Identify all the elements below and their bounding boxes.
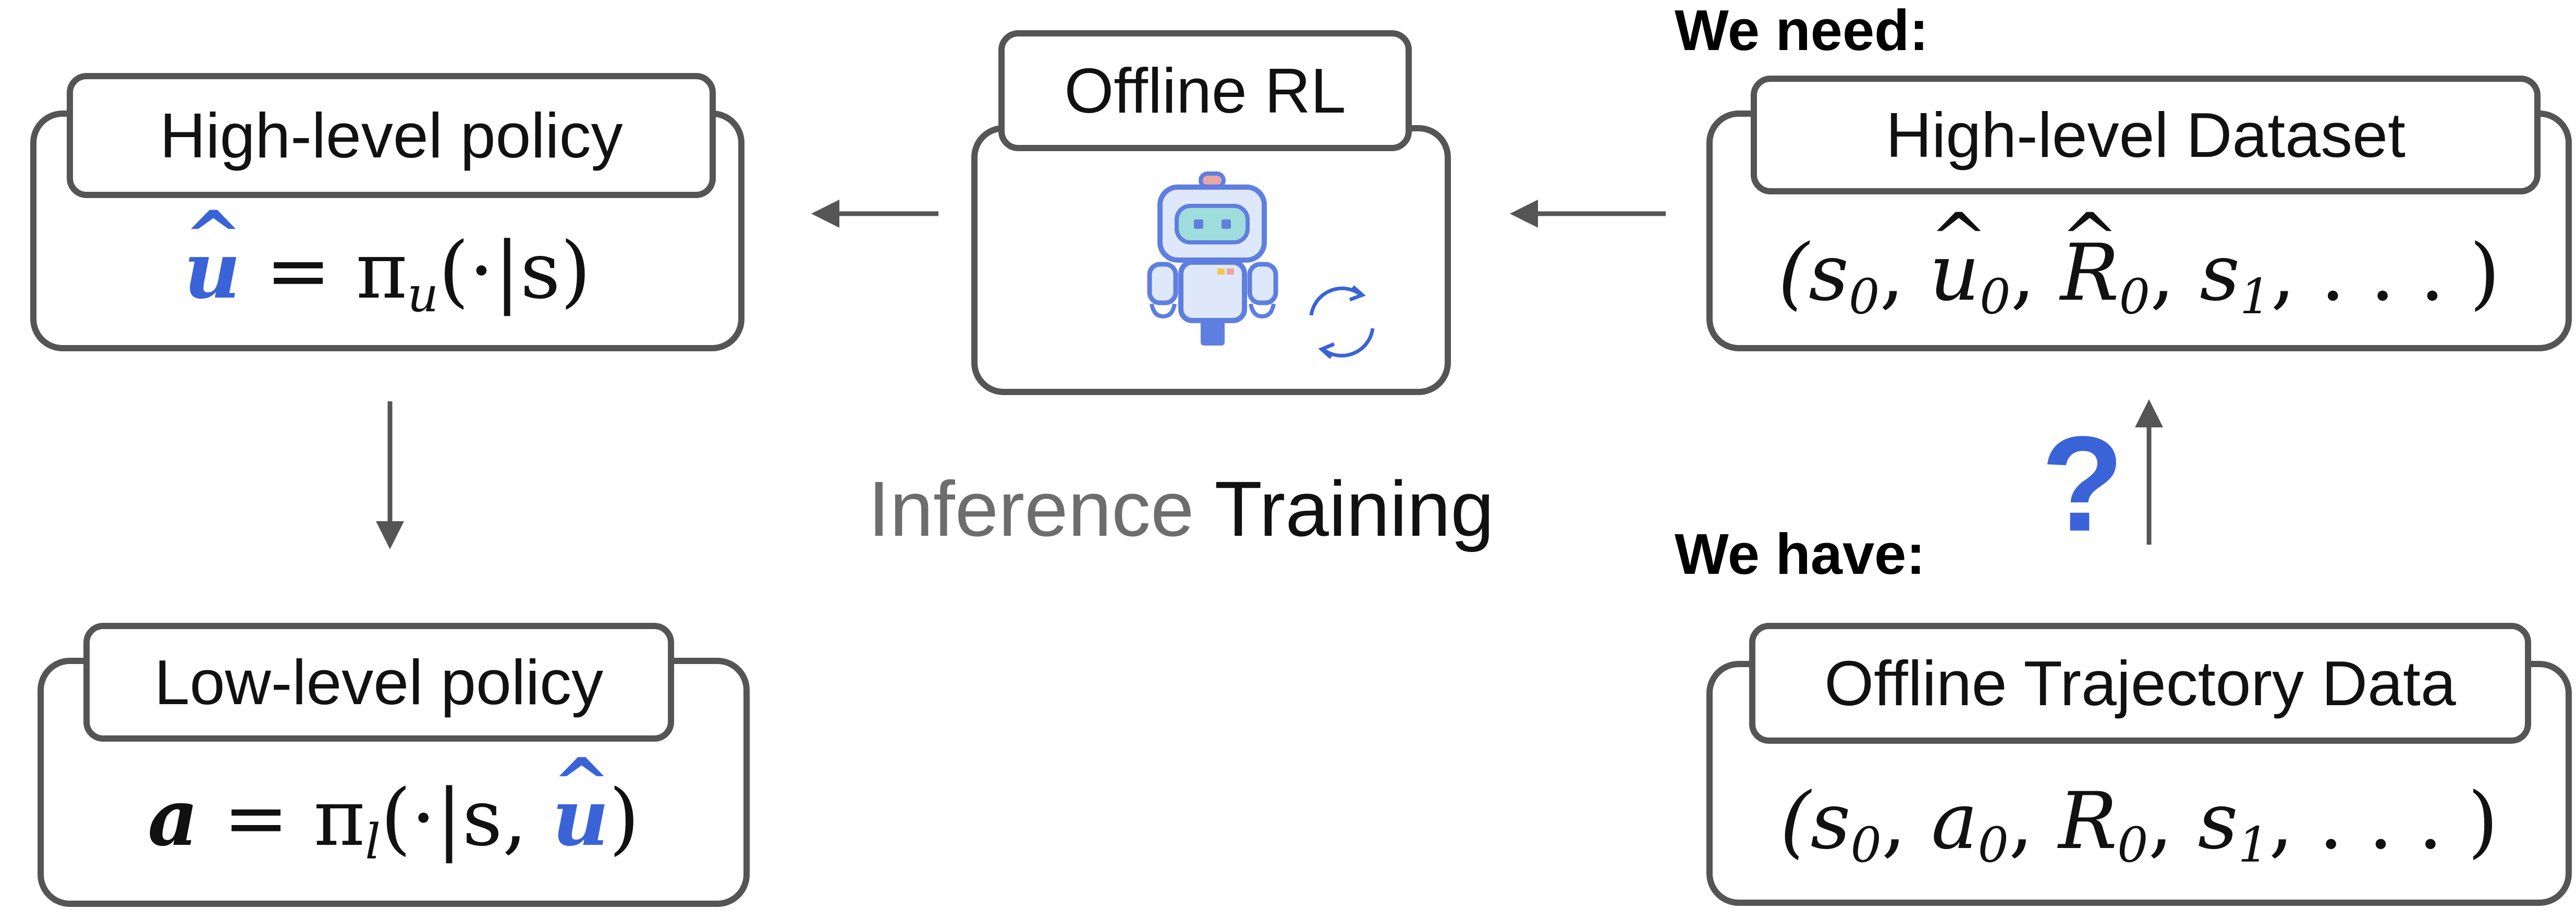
hat-symbol: ^: [1929, 198, 1988, 280]
inference-label: Inference: [868, 465, 1194, 552]
high-level-dataset-tuple: (s0, ^u0, ^R0, s1, . . . ): [1778, 198, 2500, 325]
cycle-arrows-icon: [1309, 285, 1375, 359]
high-level-policy-title: High-level policy: [67, 73, 716, 198]
offline-trajectory-tuple: (s0, a0, R0, s1, . . . ): [1780, 776, 2498, 874]
hat-symbol: ^: [552, 742, 612, 826]
high-level-policy-formula: ^u = πu(·|s): [184, 195, 591, 323]
low-level-policy-formula: a = πl(·|s, ^u): [148, 742, 640, 870]
hat-symbol: ^: [184, 195, 243, 278]
robot-icon: [1147, 171, 1278, 346]
training-label: Training: [1214, 465, 1494, 552]
offline-rl-title: Offline RL: [998, 30, 1412, 151]
offline-trajectory-title: Offline Trajectory Data: [1749, 623, 2531, 744]
question-mark: ?: [2041, 409, 2124, 560]
we-have-header: We have:: [1675, 522, 1925, 586]
low-level-policy-title: Low-level policy: [83, 623, 674, 742]
high-level-dataset-title: High-level Dataset: [1751, 76, 2541, 194]
mode-caption: Inference Training: [868, 464, 1494, 554]
hat-symbol: ^: [2060, 198, 2119, 280]
we-need-header: We need:: [1675, 0, 1928, 63]
